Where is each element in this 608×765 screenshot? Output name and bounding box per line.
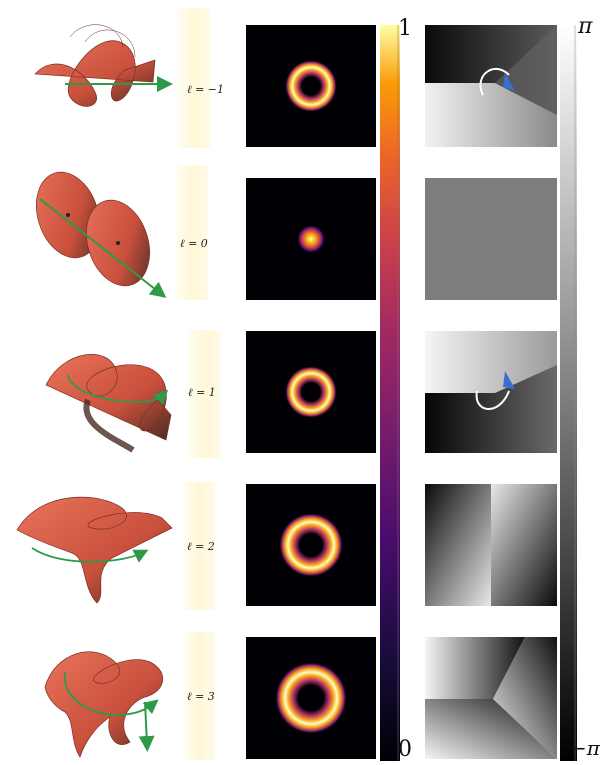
mode-label-strip xyxy=(178,8,210,148)
helical-wavefront-l-3 xyxy=(44,651,163,758)
planar-wavefront-l-0 xyxy=(36,171,167,298)
intensity-colorbar-min-label: 0 xyxy=(398,737,412,762)
mode-label: ℓ = 1 xyxy=(188,386,216,399)
helical-wavefront-l-1 xyxy=(45,354,172,453)
mode-label: ℓ = −1 xyxy=(187,83,225,96)
mode-label: ℓ = 3 xyxy=(187,690,215,703)
mode-label-strip xyxy=(188,330,220,458)
mode-label-strip xyxy=(183,632,215,760)
phase-profile-l-2 xyxy=(425,484,557,606)
phase-profile-l-0 xyxy=(425,178,557,300)
phase-colorbar xyxy=(560,25,577,761)
phase-profile-l-1 xyxy=(425,331,557,453)
intensity-profile-l-1 xyxy=(246,331,376,453)
mode-label-strip xyxy=(176,165,208,300)
intensity-colorbar xyxy=(380,25,400,761)
phase-profile-l-3 xyxy=(425,637,557,759)
intensity-colorbar-max-label: 1 xyxy=(398,16,412,41)
intensity-profile-l-3 xyxy=(246,637,376,759)
mode-label: ℓ = 2 xyxy=(187,540,215,553)
intensity-profile-l-minus1 xyxy=(246,25,376,147)
mode-label-strip xyxy=(183,482,215,610)
mode-label: ℓ = 0 xyxy=(180,237,208,250)
helical-wavefront-l-minus1 xyxy=(34,24,173,107)
intensity-profile-l-0 xyxy=(246,178,376,300)
helical-wavefront-l-2 xyxy=(16,496,173,604)
intensity-profile-l-2 xyxy=(246,484,376,606)
phase-colorbar-min-label: −π xyxy=(570,736,600,760)
phase-profile-l-minus1 xyxy=(425,25,557,147)
phase-colorbar-max-label: π xyxy=(578,14,593,39)
